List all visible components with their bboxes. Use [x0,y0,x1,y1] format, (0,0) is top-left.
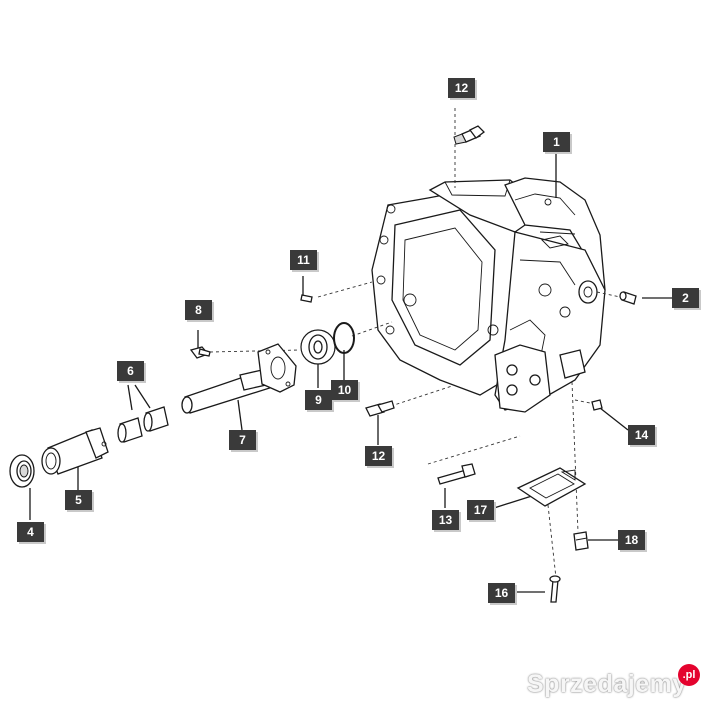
callout-2: 2 [672,288,699,308]
callout-18: 18 [618,530,645,550]
bolt-12-lower [365,400,395,417]
callout-6: 6 [117,361,144,381]
watermark-text: Sprzedajemy [527,670,687,698]
housing-part [371,177,606,413]
callout-11: 11 [290,250,317,270]
screw-8 [189,346,211,359]
callout-1: 1 [543,132,570,152]
sleeve-5 [41,427,109,475]
callout-10: 10 [331,380,358,400]
bolt-12-top [453,125,485,145]
callout-4: 4 [17,522,44,542]
callout-12-top: 12 [448,78,475,98]
callout-13: 13 [432,510,459,530]
bushings-6 [117,406,169,443]
dowel-11 [300,294,313,303]
watermark-logo: Sprzedajemy .pl [527,664,700,699]
callout-8: 8 [185,300,212,320]
callout-12-lower: 12 [365,446,392,466]
callout-17: 17 [467,500,494,520]
bolt-13 [437,463,476,485]
watermark-badge: .pl [678,664,700,686]
cover-plate-17 [516,467,587,507]
pin-16 [549,575,561,603]
leader-lines [29,108,672,593]
callout-7: 7 [229,430,256,450]
plug-2 [619,291,637,305]
screw-18 [573,531,589,551]
callout-14: 14 [628,425,655,445]
screw-14 [591,399,603,411]
callout-16: 16 [488,583,515,603]
oring-10 [333,322,355,354]
seal-ring-4 [9,454,35,488]
callout-5: 5 [65,490,92,510]
seal-9 [300,329,336,365]
guide-tube-7 [181,343,297,414]
callout-9: 9 [305,390,332,410]
